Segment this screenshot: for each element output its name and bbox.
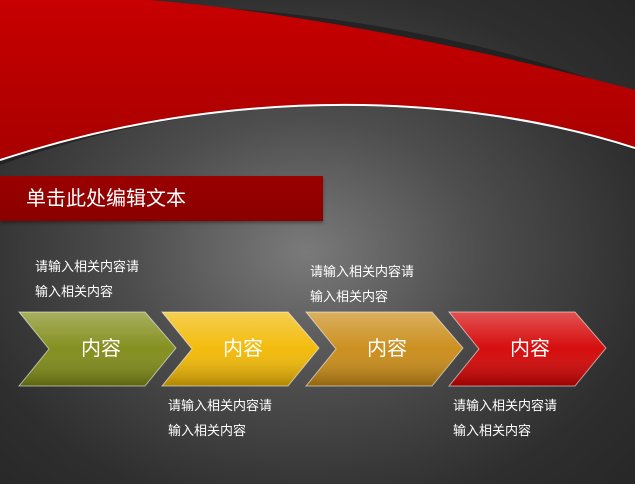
arrow-shade xyxy=(17,311,177,387)
caption-step-3[interactable]: 请输入相关内容请 输入相关内容 xyxy=(310,260,414,310)
caption-line: 请输入相关内容请 xyxy=(310,265,415,280)
step-label: 内容 xyxy=(81,336,121,360)
caption-line: 请输入相关内容请 xyxy=(168,399,273,414)
process-step-3[interactable] xyxy=(304,311,464,387)
arrow-shade xyxy=(447,311,607,387)
caption-line: 输入相关内容 xyxy=(310,290,389,305)
caption-line: 输入相关内容 xyxy=(35,285,114,300)
caption-line: 输入相关内容 xyxy=(168,424,247,439)
caption-line: 请输入相关内容请 xyxy=(35,260,140,275)
step-label: 内容 xyxy=(510,336,550,360)
slide-title[interactable]: 单击此处编辑文本 xyxy=(26,186,186,210)
caption-line: 输入相关内容 xyxy=(453,424,532,439)
step-label: 内容 xyxy=(367,336,407,360)
caption-step-1[interactable]: 请输入相关内容请 输入相关内容 xyxy=(35,255,139,305)
caption-line: 请输入相关内容请 xyxy=(453,399,558,414)
process-step-4[interactable] xyxy=(447,311,607,387)
process-step-2[interactable] xyxy=(160,311,320,387)
caption-step-4[interactable]: 请输入相关内容请 输入相关内容 xyxy=(453,394,557,444)
caption-step-2[interactable]: 请输入相关内容请 输入相关内容 xyxy=(168,394,272,444)
title-bar: 单击此处编辑文本 xyxy=(0,176,323,221)
process-step-1[interactable] xyxy=(17,311,177,387)
arrow-shade xyxy=(160,311,320,387)
arrow-shade xyxy=(304,311,464,387)
step-label: 内容 xyxy=(223,336,263,360)
